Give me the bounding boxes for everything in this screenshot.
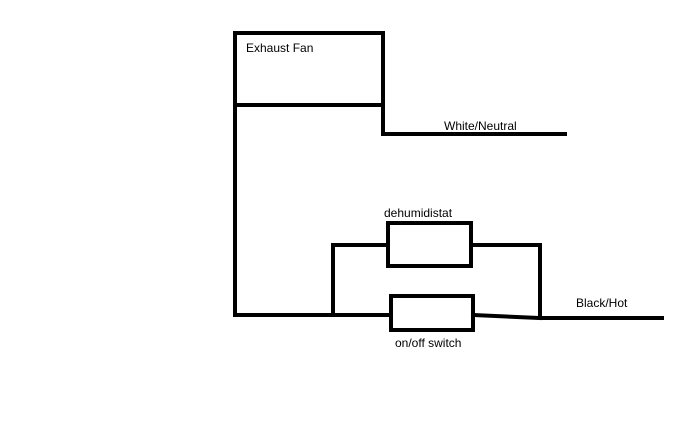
neutral-wire [381,103,567,136]
fan-lead-wire [233,103,335,317]
white-neutral-label: White/Neutral [444,119,517,133]
left-bus-wire [331,243,390,317]
right-switch-wire [470,312,543,321]
dehumidistat-box [386,221,473,268]
switch-box [389,294,475,332]
black-hot-label: Black/Hot [576,296,628,310]
exhaust-fan-box [233,31,385,107]
exhaust-fan-label: Exhaust Fan [246,41,314,55]
dehumidistat-label: dehumidistat [384,206,453,220]
on-off-switch-label: on/off switch [395,336,462,350]
right-bus-wire [469,243,542,320]
